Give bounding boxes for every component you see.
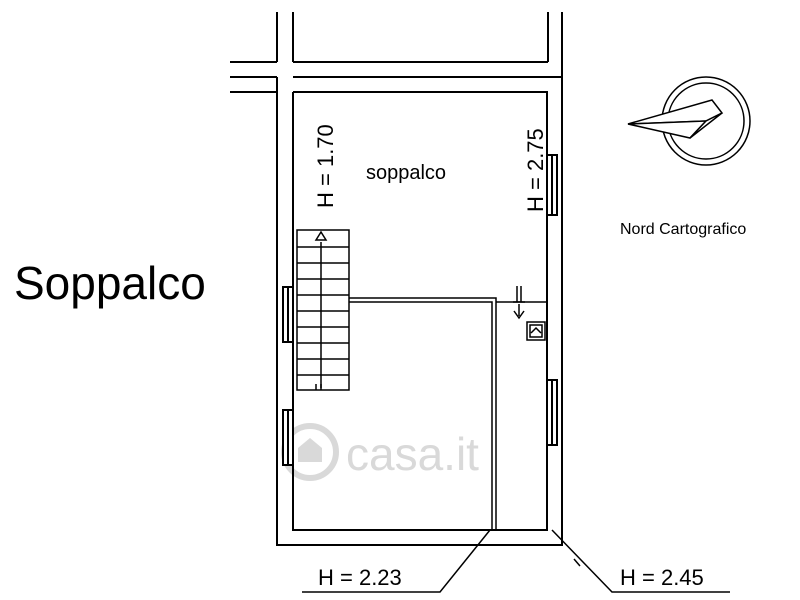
height-leader-lines — [302, 529, 730, 593]
room-walls — [276, 76, 563, 546]
height-label-left: H = 1.70 — [313, 124, 338, 208]
watermark-text: casa.it — [346, 428, 479, 480]
upper-walls — [230, 12, 563, 93]
leader-line-right — [551, 529, 730, 593]
drain-pipe-symbol — [513, 286, 525, 320]
leader-arrow-icon — [573, 558, 581, 567]
stair-arrow-icon — [314, 230, 328, 241]
room-label: soppalco — [366, 162, 446, 184]
boiler-icon — [526, 321, 546, 341]
staircase — [296, 229, 350, 391]
height-label-bottom-center: H = 2.23 — [318, 565, 402, 590]
left-windows — [282, 286, 294, 466]
watermark: casa.it — [281, 423, 479, 481]
north-label: Nord Cartografico — [620, 221, 746, 238]
north-compass-icon — [627, 76, 751, 166]
right-windows — [546, 154, 558, 446]
height-label-right: H = 2.75 — [523, 128, 548, 212]
floor-title: Soppalco — [14, 257, 206, 309]
leader-line-center — [302, 529, 491, 593]
height-label-bottom-right: H = 2.45 — [620, 565, 704, 590]
floor-void — [349, 297, 547, 530]
